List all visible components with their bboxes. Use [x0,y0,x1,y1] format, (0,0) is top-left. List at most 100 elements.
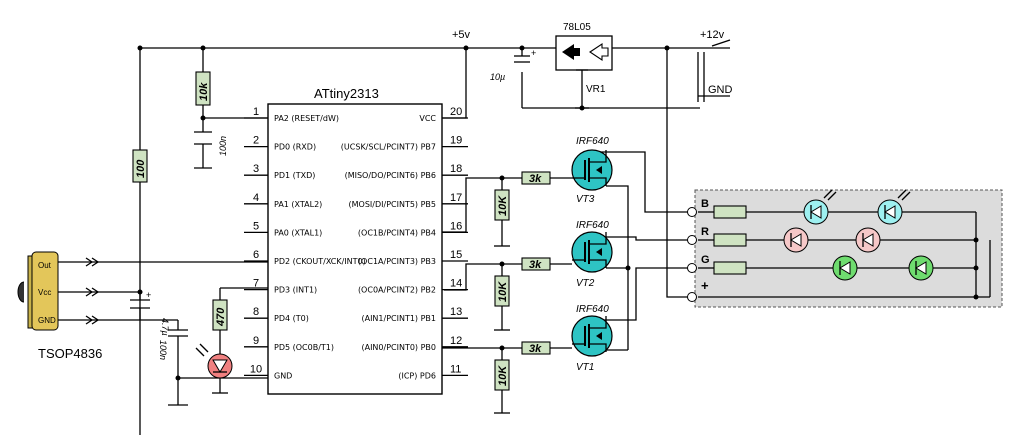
svg-text:10k: 10k [198,82,210,101]
resistor-led-470: 470 [212,299,228,331]
strip-label-r: R [701,226,709,238]
strip-resistors [713,205,747,275]
resistor-reset-10k: 10k [195,71,211,106]
mcu-pin-number: 19 [450,135,462,147]
mosfet-2-ref: VT2 [576,278,595,289]
mcu-pin-label: (ICP) PD6 [398,371,436,380]
tsop-pin-out: Out [38,261,52,270]
capacitor-reset-label: 100n [218,136,228,156]
label-5v: +5v [452,29,471,41]
tsop-pin-gnd: GND [38,316,56,325]
mcu-pin-number: 9 [253,335,259,347]
resistor-pulldown-2: 10K [494,275,510,307]
svg-text:3k: 3k [529,343,542,355]
mosfet-transistor [571,315,613,357]
mosfet-3-ref: VT3 [576,194,595,205]
mcu-pin-label: PD5 (OC0B/T1) [274,343,334,352]
resistor-gate-3: 3k [521,341,551,355]
mcu-pin-number: 4 [253,192,259,204]
mcu-pin-label: PD0 (RXD) [274,143,316,152]
strip-terminals [687,207,697,302]
mcu-pin-number: 14 [450,278,462,290]
capacitor-bulk-label: 4.7µ [160,318,170,336]
regulator-name: 78L05 [563,22,591,33]
capacitor-reset [194,131,212,145]
mosfet-1-ref: VT1 [576,362,594,373]
mcu-pin-label: VCC [419,114,436,123]
mcu-pin-number: 1 [253,106,259,118]
mcu-pin-label: PD3 (INT1) [274,286,317,295]
mcu-name: ATtiny2313 [314,86,379,101]
mcu-pin-label: PD4 (T0) [274,314,309,323]
mcu-pin-number: 2 [253,135,259,147]
led-diode [877,189,911,225]
mosfet-1-model: IRF640 [576,304,609,315]
capacitor-decoupling [168,329,188,337]
mosfets [571,149,613,357]
led-diode [832,255,858,281]
svg-text:10K: 10K [497,195,509,216]
voltage-regulator [555,35,613,71]
mcu-pin-label: (OC1A/PCINT3) PB3 [358,257,436,266]
led-diode [855,227,881,253]
mcu-pin-number: 20 [450,106,462,118]
tsop-name: TSOP4836 [38,346,102,361]
resistor-gate-1: 3k [521,171,551,185]
capacitor-decoupling-label: 100n [158,340,168,360]
mcu-pin-number: 13 [450,306,462,318]
junctions [137,45,979,381]
mcu-pin-number: 6 [253,249,259,261]
mcu-pin-label: (UCSK/SCL/PCINT7) PB7 [341,143,436,152]
svg-text:+: + [146,290,151,300]
mosfet-3-model: IRF640 [576,136,609,147]
mcu-pin-label: (AIN0/PCINT0) PB0 [361,343,436,352]
mcu-pin-label: PA1 (XTAL2) [274,200,322,209]
svg-text:470: 470 [215,307,227,327]
capacitor-10u-label: 10µ [490,72,505,82]
led-diode [783,227,809,253]
mosfet-transistor [571,149,613,191]
mcu-pin-number: 17 [450,192,462,204]
label-12v: +12v [700,29,725,41]
mcu-pin-number: 11 [450,363,461,375]
status-led [195,343,233,379]
strip-label-plus: + [701,278,709,293]
svg-text:100: 100 [135,159,147,178]
strip-label-g: G [701,254,710,266]
svg-text:3k: 3k [529,173,542,185]
mcu-pin-label: GND [274,371,292,380]
capacitor-bulk: + [130,290,151,309]
mcu-pin-number: 18 [450,163,462,175]
mcu-pin-label: (MISO/DO/PCINT6) PB6 [345,171,436,180]
mcu-pin-label: PA2 (RESET/dW) [274,114,339,123]
led-diode [908,255,934,281]
capacitor-10u: + [514,48,536,63]
mcu-pin-number: 5 [253,220,259,232]
resistor-pulldown-1: 10K [494,189,510,221]
tsop-pin-vcc: Vcc [38,288,51,297]
tsop-receiver [17,251,100,331]
mcu-chip [267,103,443,395]
mcu-pin-number: 7 [253,278,259,290]
svg-text:10K: 10K [497,365,509,386]
mcu-pin-label: PA0 (XTAL1) [274,228,322,237]
resistor-pulldown-3: 10K [494,359,510,391]
ground-symbols [168,107,589,414]
label-gnd: GND [708,84,733,96]
mcu-pin-label: PD1 (TXD) [274,171,315,180]
mcu-pin-number: 8 [253,306,259,318]
mosfet-transistor [571,231,613,273]
strip-leds [783,189,934,281]
mcu-pin-number: 16 [450,220,462,232]
resistor-tsop-100: 100 [132,149,148,183]
regulator-ref: VR1 [586,84,606,95]
mcu-pin-number: 10 [250,363,262,375]
svg-text:3k: 3k [529,259,542,271]
resistor-gate-2: 3k [521,257,551,271]
strip-label-b: B [701,198,709,210]
mcu-pin-label: (OC1B/PCINT4) PB4 [358,228,436,237]
mcu-pin-label: (MOSI/DI/PCINT5) PB5 [349,200,436,209]
mcu-pin-label: (AIN1/PCINT1) PB1 [361,314,436,323]
led-diode [803,189,837,225]
